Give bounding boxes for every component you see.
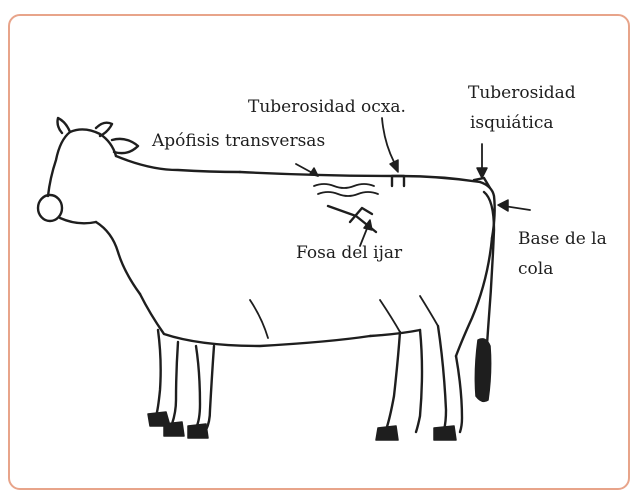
- hoof-5: [434, 426, 456, 440]
- front-leg-left-back: [156, 330, 161, 416]
- hoof-4: [376, 426, 398, 440]
- label-tuberosidad-isquiatica-1: Tuberosidad: [468, 83, 576, 103]
- coxal-tuberosity-mark: [392, 176, 404, 186]
- coxal-arrowhead: [390, 160, 398, 172]
- face-front: [48, 132, 70, 196]
- front-leg-right-back: [196, 346, 200, 428]
- tail-switch: [475, 339, 490, 401]
- left-horn: [58, 118, 71, 133]
- hoof-3: [188, 424, 208, 438]
- hoof-2: [164, 422, 184, 436]
- cow-outline: [38, 118, 495, 440]
- labels: Tuberosidad ocxa. Tuberosidad isquiática…: [151, 83, 607, 279]
- apofisis-arrowhead: [310, 168, 318, 176]
- jaw: [60, 218, 96, 223]
- poll: [70, 129, 116, 156]
- label-base-de-la-cola-2: cola: [518, 259, 553, 279]
- hind-leg-b-front: [438, 326, 446, 430]
- belly-rear: [370, 330, 420, 336]
- label-fosa-del-ijar: Fosa del ijar: [296, 243, 403, 263]
- markers: [314, 176, 490, 232]
- elbow-line: [250, 300, 268, 338]
- hind-leg-b-back: [456, 356, 462, 432]
- front-leg-left-front: [172, 342, 178, 424]
- label-apofisis-transversas: Apófisis transversas: [151, 131, 325, 151]
- label-tuberosidad-isquiatica-2: isquiática: [470, 113, 554, 133]
- stifle: [420, 296, 438, 326]
- muzzle: [38, 195, 62, 221]
- label-tuberosidad-coxal: Tuberosidad ocxa.: [248, 97, 406, 117]
- neck-top: [116, 156, 240, 172]
- fosa-arrowhead: [364, 220, 372, 230]
- coxal-leader: [382, 118, 394, 162]
- transverse-process-wave-1: [314, 184, 374, 188]
- tail-base-arrowhead: [498, 200, 508, 211]
- hind-leg-a-front: [386, 332, 400, 430]
- transverse-process-wave-2: [318, 192, 378, 196]
- ischial-arrowhead: [477, 168, 487, 178]
- ear: [112, 139, 138, 153]
- flank-fold: [380, 300, 400, 332]
- front-leg-right-front: [206, 346, 214, 430]
- label-base-de-la-cola-1: Base de la: [518, 229, 607, 249]
- hind-leg-a-back: [416, 330, 422, 432]
- dewlap: [96, 222, 140, 294]
- back-line: [240, 172, 480, 182]
- belly: [140, 294, 370, 346]
